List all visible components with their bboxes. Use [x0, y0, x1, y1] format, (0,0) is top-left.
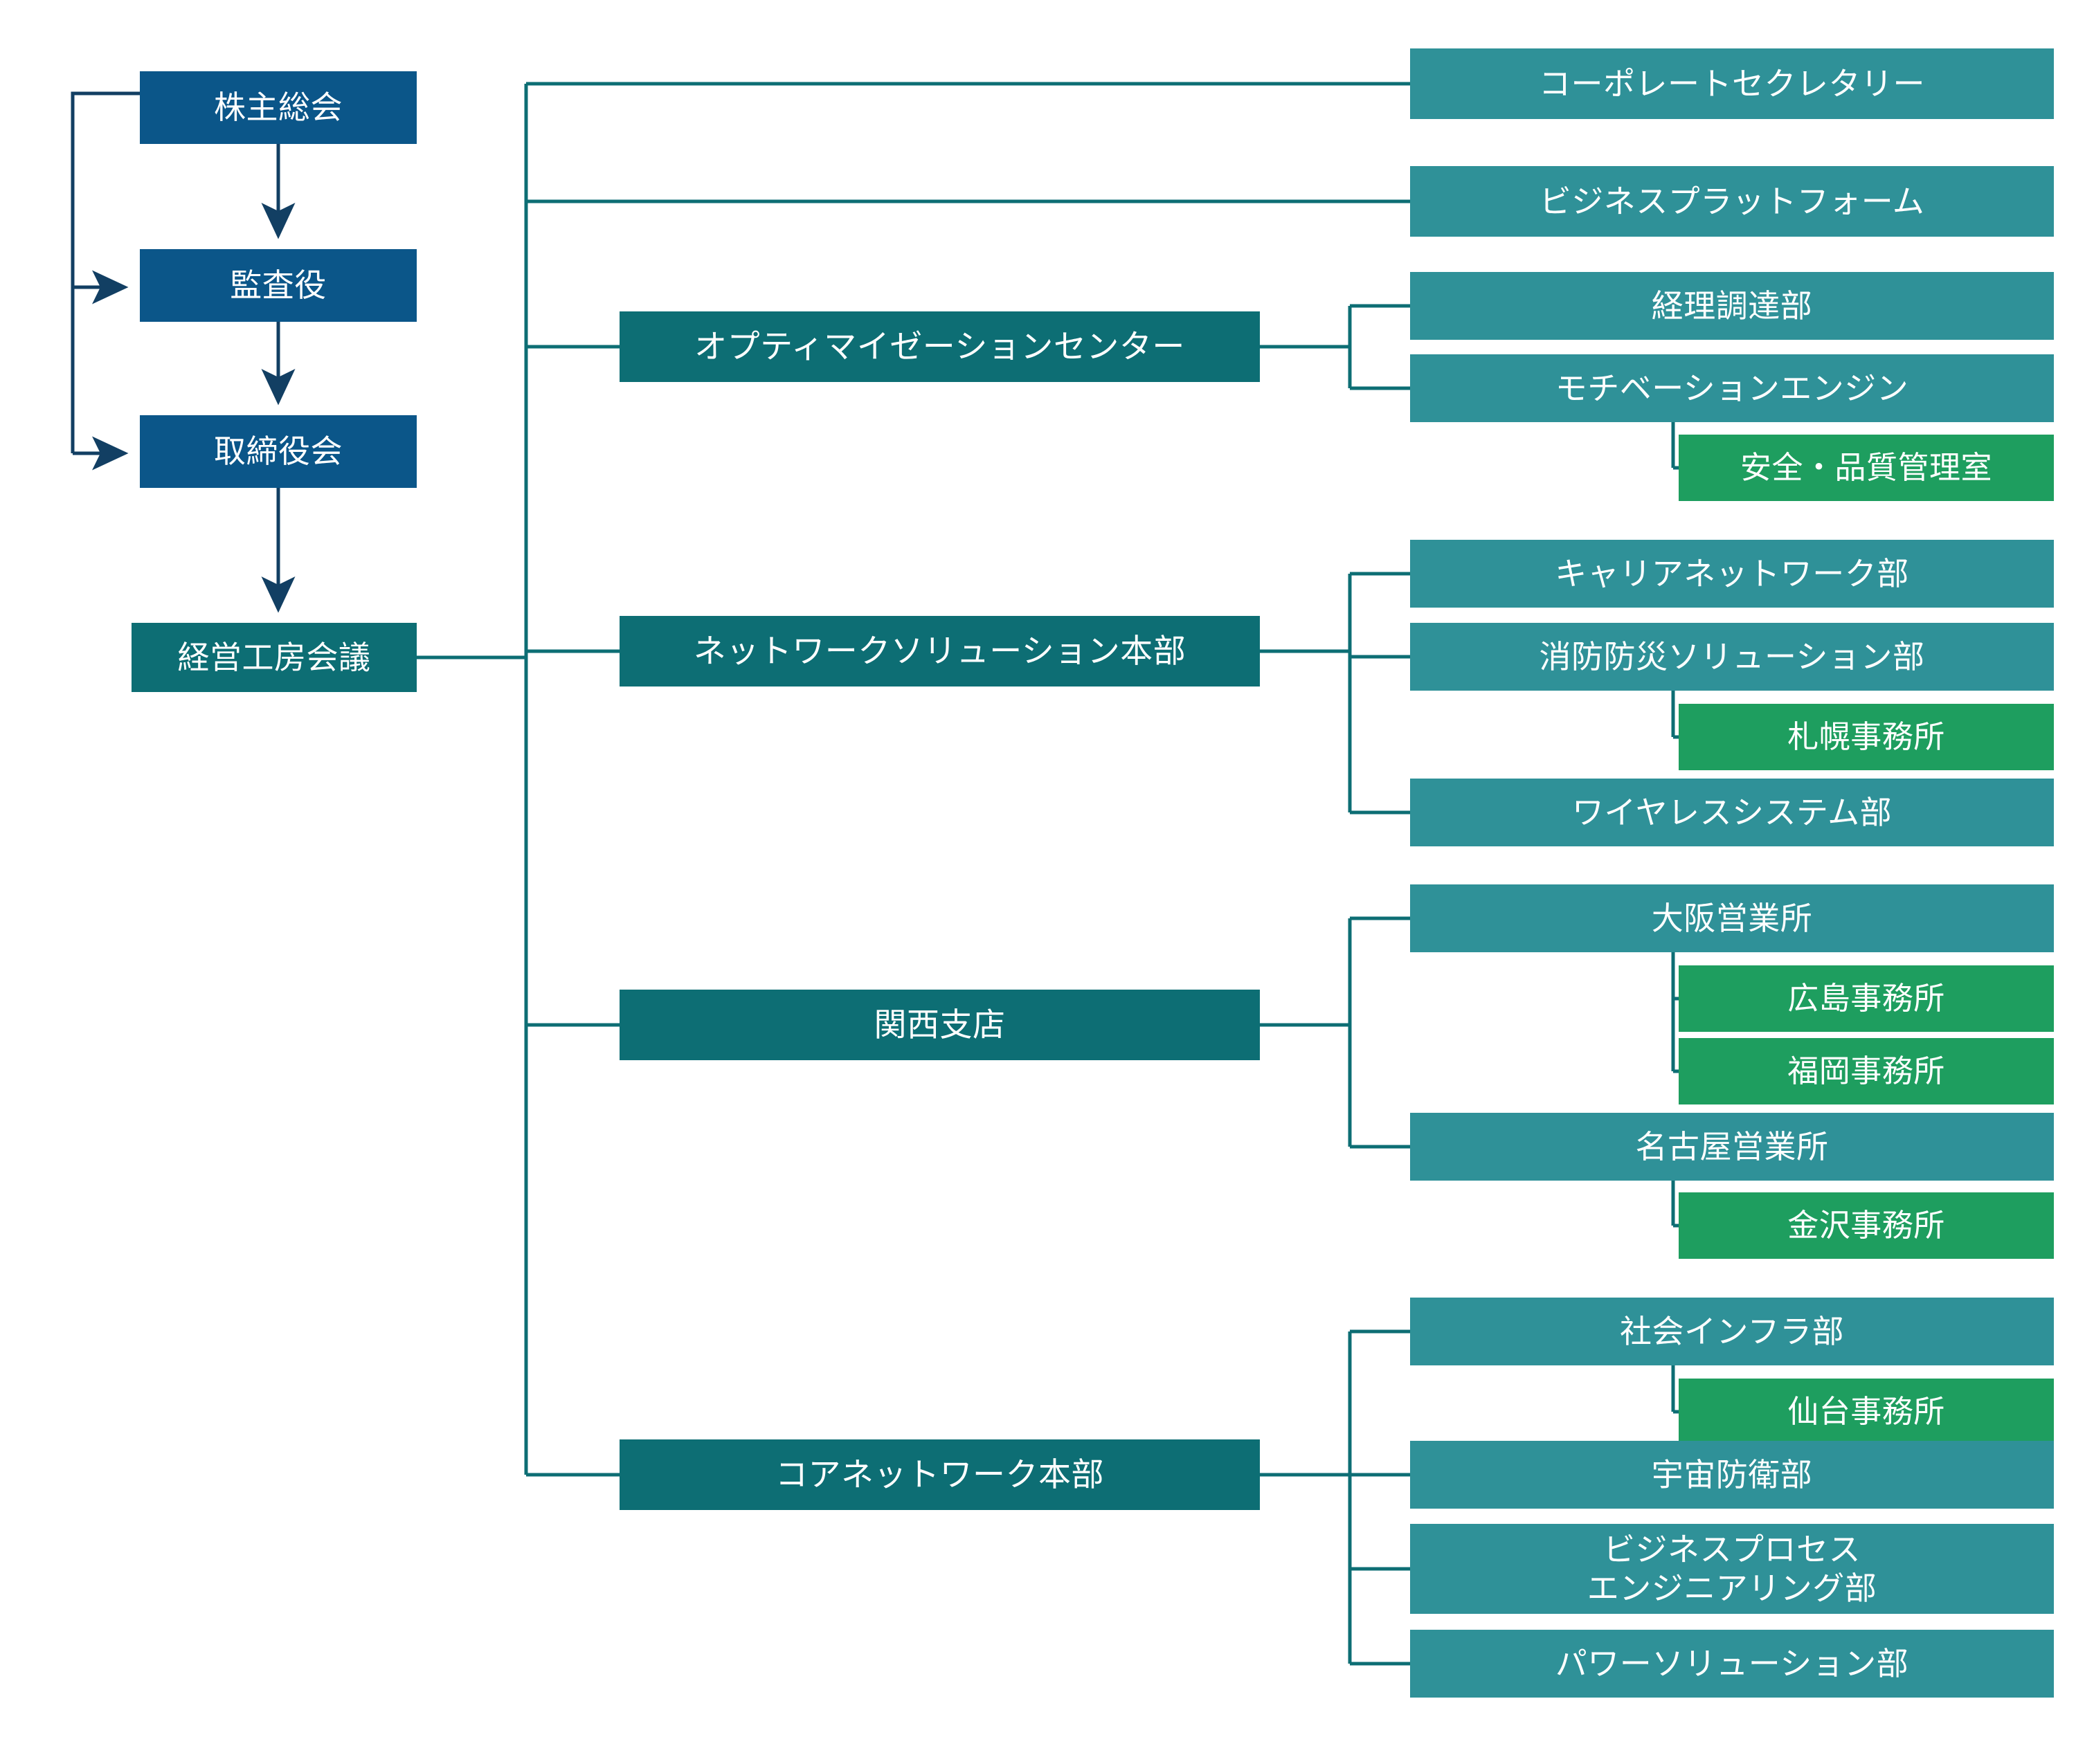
division-node-core-network-hq[interactable]: コアネットワーク本部 — [620, 1439, 1260, 1510]
department-node-motivation-engine[interactable]: モチベーションエンジン — [1410, 354, 2054, 422]
department-node-business-platform[interactable]: ビジネスプラットフォーム — [1410, 166, 2054, 237]
department-node-wireless-system[interactable]: ワイヤレスシステム部 — [1410, 779, 2054, 846]
department-node-accounting-procurement[interactable]: 経理調達部 — [1410, 272, 2054, 340]
governance-connectors — [71, 91, 296, 613]
department-node-fire-disaster[interactable]: 消防防災ソリューション部 — [1410, 623, 2054, 691]
governance-node-board[interactable]: 取締役会 — [140, 415, 417, 488]
department-node-nagoya-sales[interactable]: 名古屋営業所 — [1410, 1113, 2054, 1181]
division-node-network-solution-hq[interactable]: ネットワークソリューション本部 — [620, 616, 1260, 686]
division-node-kansai-branch[interactable]: 関西支店 — [620, 990, 1260, 1060]
department-node-bpe[interactable]: ビジネスプロセス エンジニアリング部 — [1410, 1524, 2054, 1614]
office-node-hiroshima-office[interactable]: 広島事務所 — [1679, 965, 2054, 1032]
department-node-corporate-secretary[interactable]: コーポレートセクレタリー — [1410, 48, 2054, 119]
office-node-safety-quality[interactable]: 安全・品質管理室 — [1679, 435, 2054, 501]
office-node-fukuoka-office[interactable]: 福岡事務所 — [1679, 1038, 2054, 1104]
office-node-kanazawa-office[interactable]: 金沢事務所 — [1679, 1192, 2054, 1259]
department-node-career-network[interactable]: キャリアネットワーク部 — [1410, 540, 2054, 608]
council-node-management[interactable]: 経営工房会議 — [132, 623, 417, 692]
department-node-social-infra[interactable]: 社会インフラ部 — [1410, 1298, 2054, 1365]
governance-node-auditor[interactable]: 監査役 — [140, 249, 417, 322]
division-node-optimization-center[interactable]: オプティマイゼーションセンター — [620, 311, 1260, 382]
department-node-space-defense[interactable]: 宇宙防衛部 — [1410, 1441, 2054, 1509]
department-node-osaka-sales[interactable]: 大阪営業所 — [1410, 884, 2054, 952]
line-shareholders-rail — [71, 91, 140, 287]
governance-node-shareholders[interactable]: 株主総会 — [140, 71, 417, 144]
department-node-power-solution[interactable]: パワーソリューション部 — [1410, 1630, 2054, 1698]
office-node-sendai-office[interactable]: 仙台事務所 — [1679, 1379, 2054, 1445]
office-node-sapporo-office[interactable]: 札幌事務所 — [1679, 704, 2054, 770]
